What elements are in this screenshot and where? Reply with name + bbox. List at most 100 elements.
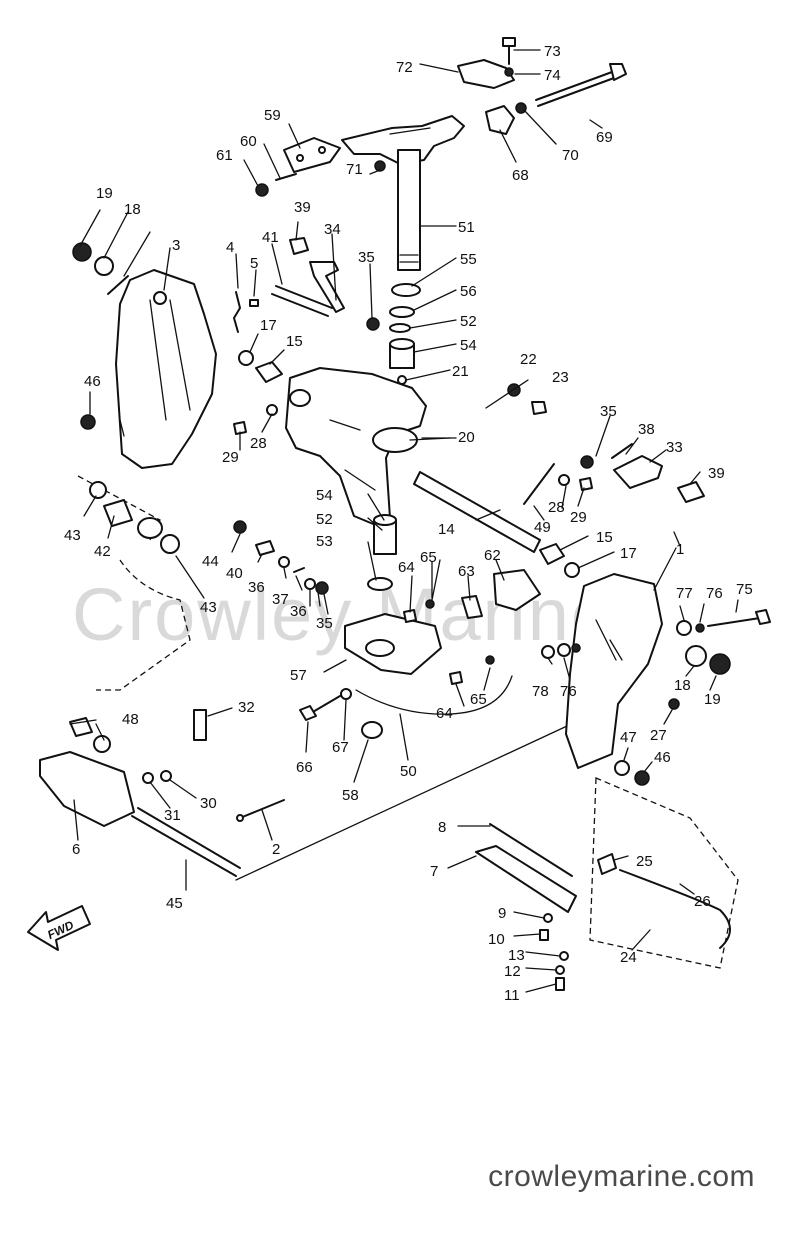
callout-4: 4: [226, 239, 234, 256]
callout-52: 52: [316, 511, 333, 528]
callout-45: 45: [166, 895, 183, 912]
callout-25: 25: [636, 853, 653, 870]
callout-73: 73: [544, 43, 561, 60]
callout-56: 56: [460, 283, 477, 300]
callout-18: 18: [674, 677, 691, 694]
leader-lines: [69, 49, 739, 993]
callout-33: 33: [666, 439, 683, 456]
callout-15: 15: [596, 529, 613, 546]
fwd-arrow: FWD: [27, 905, 91, 951]
callout-70: 70: [562, 147, 579, 164]
callout-29: 29: [222, 449, 239, 466]
callout-76: 76: [706, 585, 723, 602]
callout-69: 69: [596, 129, 613, 146]
callout-18: 18: [124, 201, 141, 218]
callout-5: 5: [250, 255, 258, 272]
callout-62: 62: [484, 547, 501, 564]
callout-41: 41: [262, 229, 279, 246]
callout-51: 51: [458, 219, 475, 236]
callout-35: 35: [316, 615, 333, 632]
callout-23: 23: [552, 369, 569, 386]
callout-26: 26: [694, 893, 711, 910]
callout-72: 72: [396, 59, 413, 76]
callout-65: 65: [470, 691, 487, 708]
callout-71: 71: [346, 161, 363, 178]
callout-31: 31: [164, 807, 181, 824]
callout-38: 38: [638, 421, 655, 438]
callout-1: 1: [676, 541, 684, 558]
callout-2: 2: [272, 841, 280, 858]
site-url: crowleymarine.com: [488, 1160, 755, 1193]
callout-34: 34: [324, 221, 341, 238]
callout-3: 3: [172, 237, 180, 254]
callout-65: 65: [420, 549, 437, 566]
callout-8: 8: [438, 819, 446, 836]
callout-57: 57: [290, 667, 307, 684]
callout-14: 14: [438, 521, 455, 538]
callout-53: 53: [316, 533, 333, 550]
callout-59: 59: [264, 107, 281, 124]
callout-7: 7: [430, 863, 438, 880]
callout-44: 44: [202, 553, 219, 570]
callout-54: 54: [316, 487, 333, 504]
callout-17: 17: [260, 317, 277, 334]
callout-63: 63: [458, 563, 475, 580]
callout-15: 15: [286, 333, 303, 350]
callout-39: 39: [294, 199, 311, 216]
callout-68: 68: [512, 167, 529, 184]
clamp-bracket-right: [475, 573, 771, 991]
callout-32: 32: [238, 699, 255, 716]
callout-6: 6: [72, 841, 80, 858]
callout-30: 30: [200, 795, 217, 812]
callout-29: 29: [570, 509, 587, 526]
callout-10: 10: [488, 931, 505, 948]
callout-27: 27: [650, 727, 667, 744]
callout-19: 19: [96, 185, 113, 202]
callout-43: 43: [200, 599, 217, 616]
callout-52: 52: [460, 313, 477, 330]
callout-20: 20: [458, 429, 475, 446]
callout-28: 28: [250, 435, 267, 452]
callout-9: 9: [498, 905, 506, 922]
callout-47: 47: [620, 729, 637, 746]
callout-48: 48: [122, 711, 139, 728]
steering-bracket-assembly: [255, 37, 627, 385]
callout-60: 60: [240, 133, 257, 150]
callout-19: 19: [704, 691, 721, 708]
callout-55: 55: [460, 251, 477, 268]
callout-24: 24: [620, 949, 637, 966]
callout-64: 64: [398, 559, 415, 576]
callout-12: 12: [504, 963, 521, 980]
callout-35: 35: [600, 403, 617, 420]
callout-46: 46: [84, 373, 101, 390]
callout-66: 66: [296, 759, 313, 776]
callout-36: 36: [248, 579, 265, 596]
callout-17: 17: [620, 545, 637, 562]
callout-28: 28: [548, 499, 565, 516]
callout-13: 13: [508, 947, 525, 964]
callout-22: 22: [520, 351, 537, 368]
callout-21: 21: [452, 363, 469, 380]
callout-74: 74: [544, 67, 561, 84]
clamp-bracket-left: [39, 242, 581, 881]
callout-78: 78: [532, 683, 549, 700]
callout-39: 39: [708, 465, 725, 482]
callout-40: 40: [226, 565, 243, 582]
callout-58: 58: [342, 787, 359, 804]
callout-77: 77: [676, 585, 693, 602]
callout-42: 42: [94, 543, 111, 560]
callout-64: 64: [436, 705, 453, 722]
callout-67: 67: [332, 739, 349, 756]
callout-36: 36: [290, 603, 307, 620]
callout-37: 37: [272, 591, 289, 608]
callout-49: 49: [534, 519, 551, 536]
callout-61: 61: [216, 147, 233, 164]
callout-76: 76: [560, 683, 577, 700]
callout-50: 50: [400, 763, 417, 780]
callout-35: 35: [358, 249, 375, 266]
swivel-bracket: [233, 237, 705, 739]
callout-43: 43: [64, 527, 81, 544]
callout-75: 75: [736, 581, 753, 598]
